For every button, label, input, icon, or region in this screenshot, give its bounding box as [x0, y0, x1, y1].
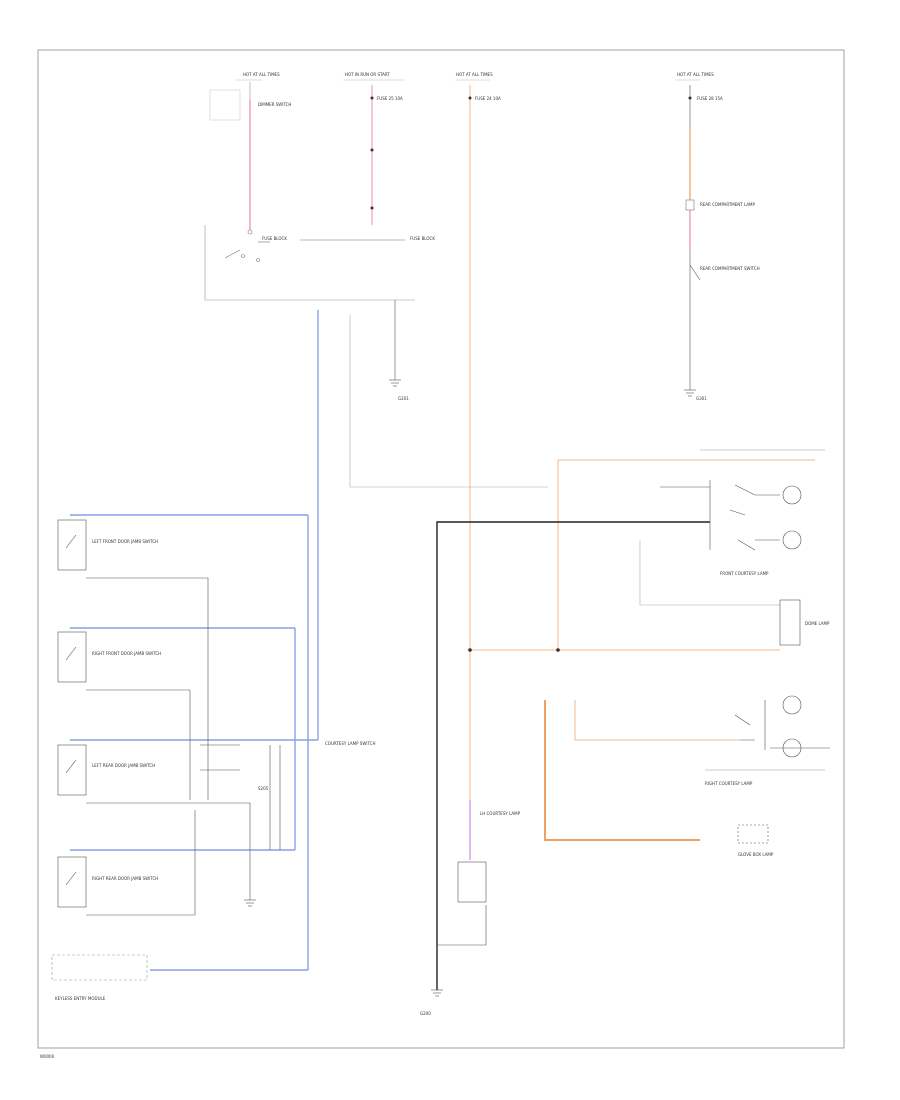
wire-orange-rh	[574, 700, 740, 741]
rear-compart-switch-label: REAR COMPARTMENT SWITCH	[700, 266, 760, 271]
keyless-module	[51, 954, 148, 981]
ground-g200	[431, 989, 443, 997]
wire-gray-control	[349, 315, 548, 488]
fuse-3-label: FUSE 24 10A	[475, 96, 501, 101]
diagram-frame	[37, 49, 845, 1049]
keyless-label: KEYLESS ENTRY MODULE	[55, 996, 106, 1001]
wire-orange-glovebox	[544, 700, 700, 841]
rr-door-label: RIGHT REAR DOOR JAMB SWITCH	[92, 876, 158, 881]
ground-door	[244, 899, 256, 907]
lr-door-label: LEFT REAR DOOR JAMB SWITCH	[92, 763, 155, 768]
fuse-3-node	[468, 96, 472, 100]
control-bracket	[204, 225, 415, 301]
front-lamps-label: FRONT COURTESY LAMP	[720, 571, 769, 576]
splice-node-1	[468, 648, 472, 652]
passenger-lamp-label: RIGHT COURTESY LAMP	[705, 781, 753, 786]
dimmer-label: DIMMER SWITCH	[258, 102, 291, 107]
lf-door-label: LEFT FRONT DOOR JAMB SWITCH	[92, 539, 158, 544]
rf-door-label: RIGHT FRONT DOOR JAMB SWITCH	[92, 651, 161, 656]
tap-label-2: HOT IN RUN OR START	[345, 72, 390, 77]
glove-box-label: GLOVE BOX LAMP	[738, 852, 774, 857]
courtesy-lamp-switch	[709, 480, 780, 551]
tap-label-4: HOT AT ALL TIMES	[677, 72, 714, 77]
ground-g301-label: G301	[696, 396, 707, 401]
courtesy-lamp-2-icon	[782, 530, 802, 550]
ground-g201	[389, 379, 401, 387]
rh-lamp-switch	[734, 714, 755, 741]
ground-g301	[684, 389, 696, 397]
lh-lamp-label: LH COURTESY LAMP	[480, 811, 521, 816]
wire-black-lh-return	[437, 905, 487, 946]
dimmer-switch-label: FUSE BLOCK	[262, 236, 287, 241]
dimmer-block	[209, 82, 251, 121]
footer-code: W0000	[40, 1054, 55, 1059]
rear-compart-lamp-label: REAR COMPARTMENT LAMP	[700, 202, 756, 207]
door-splice-label: S205	[258, 786, 269, 791]
fuse-col-2	[370, 96, 374, 210]
courtesy-lamp-1-icon	[782, 485, 802, 505]
fuse-2-label: FUSE 25 10A	[377, 96, 403, 101]
lh-lamp-icon	[457, 861, 487, 903]
ground-g200-label: G200	[420, 1011, 431, 1016]
wire-gray-dome	[639, 540, 780, 606]
tap-label-3: HOT AT ALL TIMES	[456, 72, 493, 77]
dome-lamp-label: DOME LAMP	[805, 621, 830, 626]
lf-door-switch	[57, 519, 87, 571]
glove-box-lamp-icon	[737, 824, 769, 844]
rh-lamp-1-icon	[782, 695, 802, 715]
lr-door-switch	[57, 744, 87, 796]
splice-node-2	[556, 648, 560, 652]
fuse-4-node	[688, 96, 692, 100]
blue-wire-bus	[70, 310, 319, 971]
fuse-block-label: FUSE BLOCK	[410, 236, 435, 241]
dome-lamp-icon	[779, 599, 801, 646]
rear-compart-switch-symbol	[689, 264, 701, 281]
rr-door-switch	[57, 856, 87, 908]
wire-black-main	[436, 521, 710, 990]
fuse-4-label: FUSE 28 15A	[697, 96, 723, 101]
ground-g201-label: G201	[398, 396, 409, 401]
rear-compart-lamp-symbol	[685, 199, 695, 211]
dimmer-switch	[224, 229, 270, 262]
rf-door-switch	[57, 631, 87, 683]
courtesy-lamp-label: COURTESY LAMP SWITCH	[325, 741, 375, 746]
tap-label-1: HOT AT ALL TIMES	[243, 72, 280, 77]
door-return-wires	[86, 577, 281, 916]
